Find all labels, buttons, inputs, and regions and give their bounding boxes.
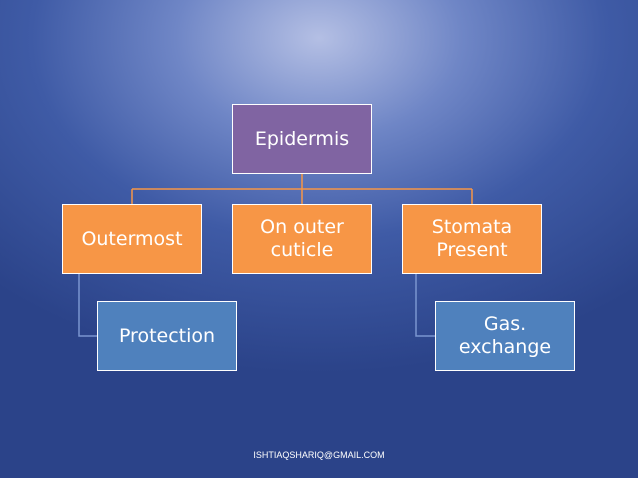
- node-outermost: Outermost: [62, 204, 202, 274]
- connector-to-protection: [78, 274, 97, 337]
- footer-email: ISHTIAQSHARIQ@GMAIL.COM: [253, 450, 385, 460]
- node-on-outer-cuticle: On outer cuticle: [232, 204, 372, 274]
- node-gas-exchange: Gas. exchange: [435, 301, 575, 371]
- node-stomata-present: Stomata Present: [402, 204, 542, 274]
- node-epidermis: Epidermis: [232, 104, 372, 174]
- connector-to-gas-exchange: [415, 274, 435, 337]
- node-protection: Protection: [97, 301, 237, 371]
